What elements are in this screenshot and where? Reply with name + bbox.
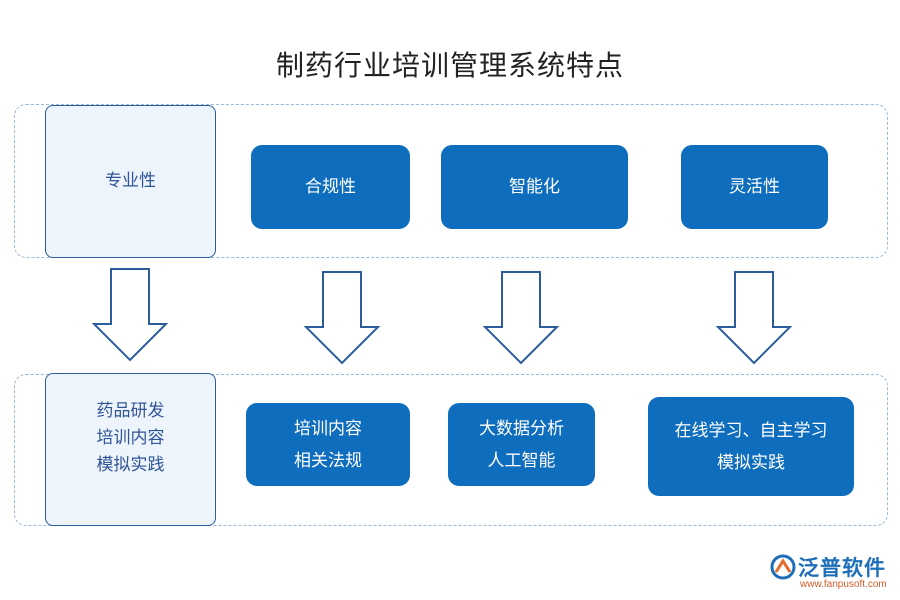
down-arrow-icon — [716, 271, 792, 365]
side-box-bottom: 药品研发 培训内容 模拟实践 — [45, 373, 216, 526]
down-arrow-icon — [483, 271, 559, 365]
detail-box-regulations: 培训内容 相关法规 — [246, 403, 410, 486]
feature-label: 智能化 — [509, 177, 560, 197]
side-bottom-line: 培训内容 — [96, 428, 165, 448]
detail-box-ai: 大数据分析 人工智能 — [448, 403, 595, 486]
top-row-frame — [14, 104, 888, 258]
bottom-row-frame — [14, 374, 888, 526]
logo-icon — [770, 554, 796, 580]
detail-box-online-learning: 在线学习、自主学习 模拟实践 — [648, 397, 854, 496]
side-top-label: 专业性 — [105, 171, 156, 191]
detail-line: 相关法规 — [294, 450, 362, 471]
logo-url: www.fanpusoft.com — [800, 579, 887, 590]
feature-box-flexibility: 灵活性 — [681, 145, 828, 229]
logo-name: 泛普软件 — [798, 556, 886, 580]
detail-line: 大数据分析 — [479, 418, 564, 439]
diagram-title: 制药行业培训管理系统特点 — [275, 49, 624, 82]
feature-box-compliance: 合规性 — [251, 145, 410, 229]
detail-line: 人工智能 — [487, 450, 556, 471]
down-arrow-icon — [304, 271, 380, 365]
side-bottom-line: 药品研发 — [96, 401, 165, 421]
side-bottom-line: 模拟实践 — [96, 455, 165, 475]
brand-logo: 泛普软件 www.fanpusoft.com — [770, 552, 895, 596]
detail-line: 模拟实践 — [717, 452, 785, 473]
feature-label: 合规性 — [305, 177, 356, 197]
side-box-top: 专业性 — [45, 105, 216, 258]
feature-label: 灵活性 — [729, 177, 780, 197]
down-arrow-icon — [92, 268, 168, 362]
detail-line: 在线学习、自主学习 — [674, 420, 828, 441]
feature-box-intelligence: 智能化 — [441, 145, 628, 229]
detail-line: 培训内容 — [294, 418, 362, 439]
